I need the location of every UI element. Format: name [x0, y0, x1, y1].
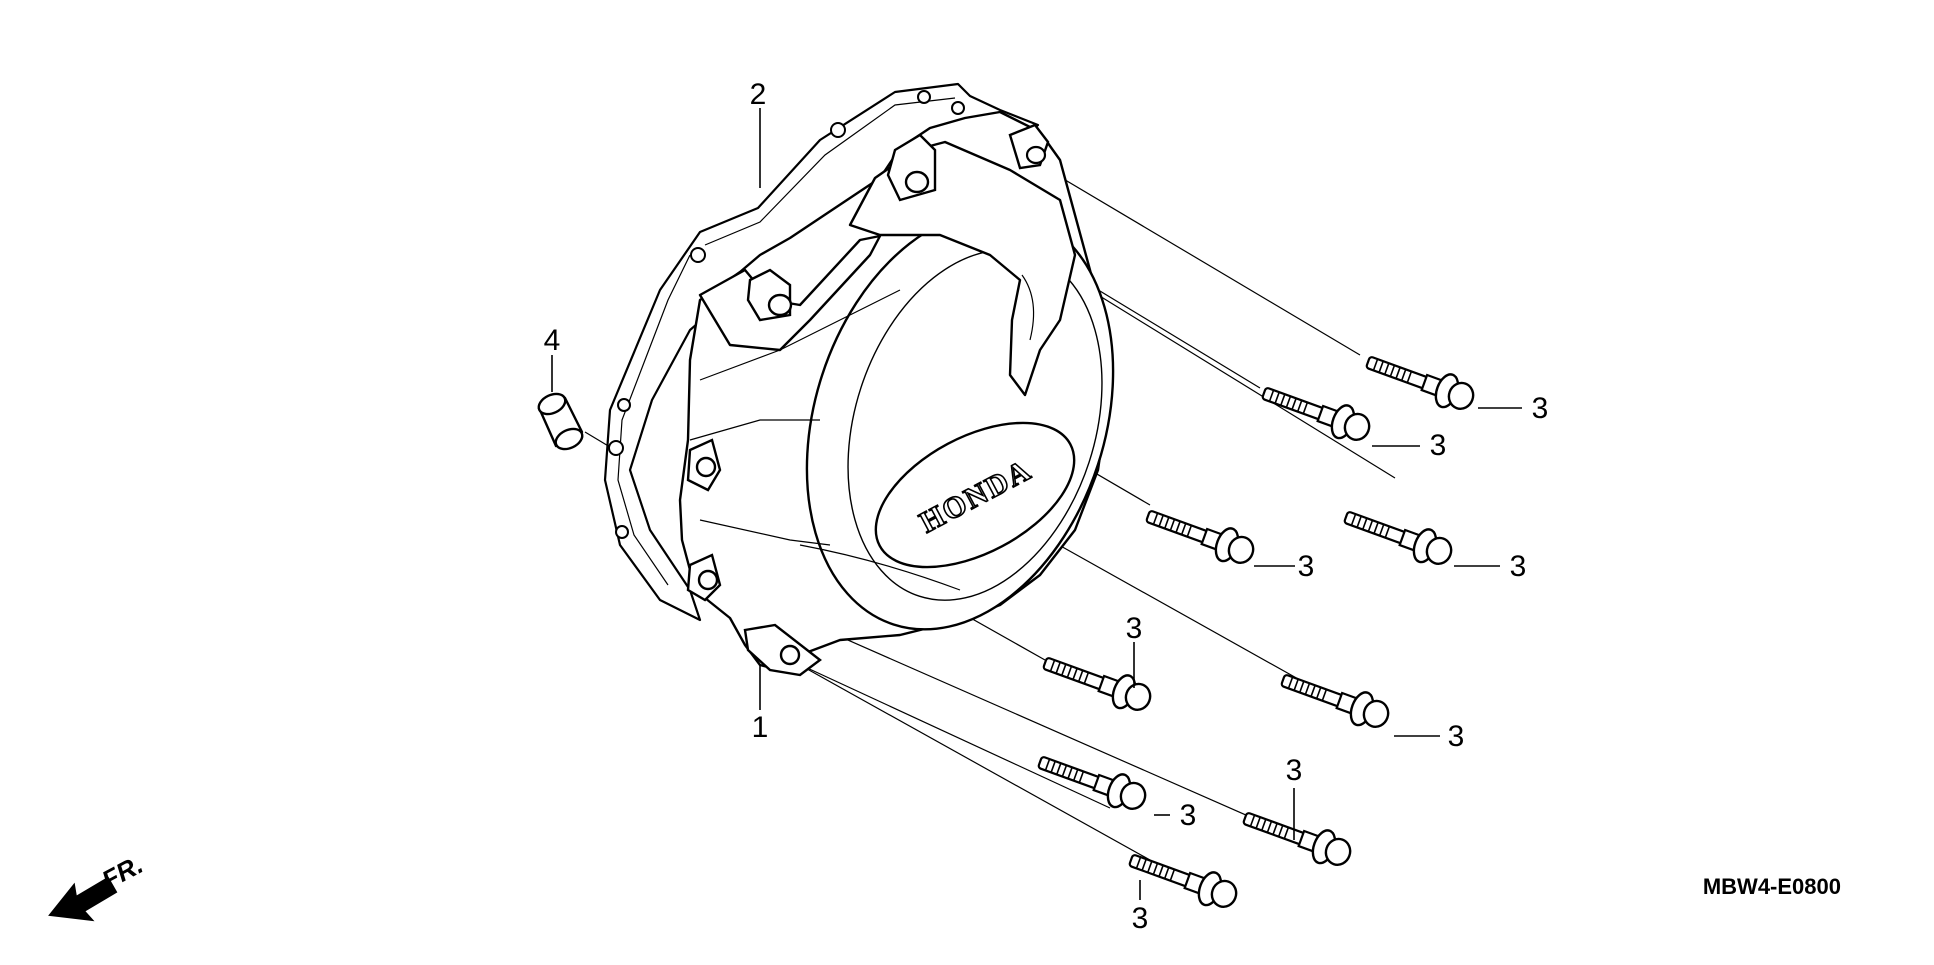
generator-cover: HONDA: [678, 110, 1115, 677]
cover-bolt-boss: [686, 438, 722, 492]
callout-3: 3: [1180, 799, 1197, 832]
callout-labels: 1 2 4 3 3 3 3 3 3 3 3 3: [544, 78, 1549, 935]
cover-bolt-boss: [1008, 123, 1050, 170]
callout-3: 3: [1286, 754, 1303, 787]
callout-leaders: [551, 108, 1522, 900]
cover-bolt-boss: [743, 623, 822, 677]
arrow-left-down-icon: [48, 876, 118, 922]
callout-1: 1: [752, 711, 769, 744]
callout-3: 3: [1430, 429, 1447, 462]
flange-bolt: [1360, 344, 1480, 418]
diagram-code: MBW4-E0800: [1703, 874, 1841, 899]
callout-3: 3: [1132, 902, 1149, 935]
flange-bolt: [1037, 645, 1157, 719]
callout-4: 4: [544, 324, 561, 357]
flange-bolt: [1256, 375, 1376, 449]
callout-3: 3: [1126, 612, 1143, 645]
callout-3: 3: [1448, 720, 1465, 753]
flange-bolt: [1237, 800, 1357, 874]
honda-emblem: HONDA: [874, 421, 1076, 569]
front-direction-indicator: FR.: [48, 849, 148, 922]
callout-3: 3: [1510, 550, 1527, 583]
dowel-pin: [537, 392, 584, 451]
callout-3: 3: [1532, 392, 1549, 425]
flange-bolt: [1140, 498, 1260, 572]
cover-bolt-boss: [686, 553, 722, 602]
callout-3: 3: [1298, 550, 1315, 583]
cover-bolt-boss: [886, 133, 937, 202]
cover-bolt-boss: [746, 268, 793, 322]
flange-bolt: [1275, 662, 1395, 736]
flange-bolt: [1338, 499, 1458, 573]
callout-2: 2: [750, 78, 767, 111]
